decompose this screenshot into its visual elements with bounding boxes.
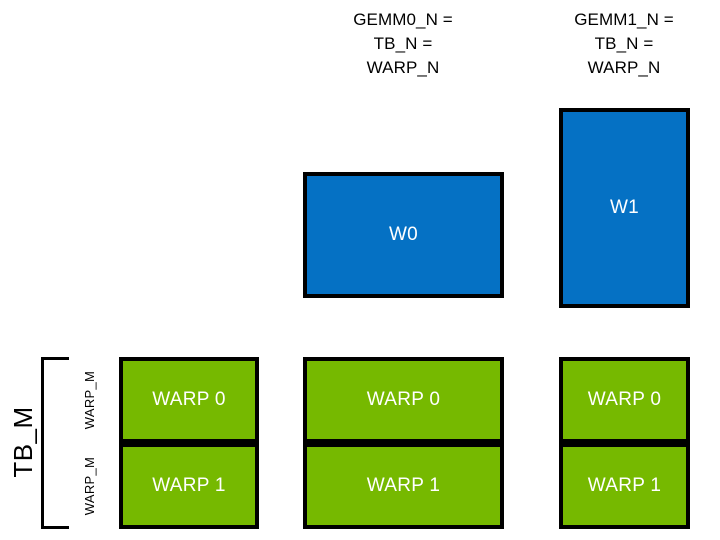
threadblock-column-right: WARP 0 WARP 1: [559, 357, 690, 529]
warp-tile-w1: W1: [559, 108, 690, 308]
tb-m-bracket: [41, 357, 69, 529]
warp-row-0: WARP 0: [559, 357, 690, 443]
warp-row-1: WARP 1: [119, 443, 259, 529]
warp-row-0: WARP 0: [303, 357, 504, 443]
axis-label-warp-m-upper: WARP_M: [82, 370, 97, 430]
column-header-gemm0: GEMM0_N = TB_N = WARP_N: [353, 10, 453, 77]
warp-tile-w0: W0: [303, 172, 504, 298]
threadblock-column-middle: WARP 0 WARP 1: [303, 357, 504, 529]
warp-row-1: WARP 1: [303, 443, 504, 529]
threadblock-column-left: WARP 0 WARP 1: [119, 357, 259, 529]
axis-label-tb-m: TB_M: [8, 406, 38, 478]
axis-label-warp-m-lower: WARP_M: [82, 456, 97, 516]
warp-row-0: WARP 0: [119, 357, 259, 443]
column-header-gemm1: GEMM1_N = TB_N = WARP_N: [574, 10, 674, 77]
warp-row-1: WARP 1: [559, 443, 690, 529]
